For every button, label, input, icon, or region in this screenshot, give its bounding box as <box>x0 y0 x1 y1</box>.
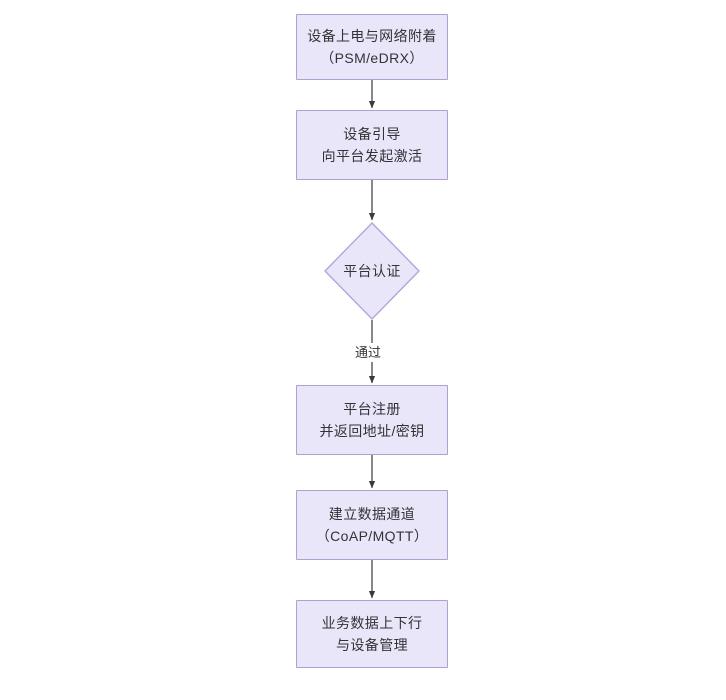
node-line: 建立数据通道 <box>328 506 416 522</box>
node-line: 业务数据上下行 <box>321 615 423 631</box>
node-line: 并返回地址/密钥 <box>319 423 425 439</box>
diamond-shape <box>324 222 420 320</box>
node-line: 向平台发起激活 <box>321 148 423 164</box>
node-line: 平台注册 <box>343 401 401 417</box>
edge-label-pass: 通过 <box>352 343 385 362</box>
node-line: （PSM/eDRX） <box>320 50 424 66</box>
node-line: 与设备管理 <box>336 637 408 653</box>
node-business-data-label: 业务数据上下行 与设备管理 <box>297 601 447 667</box>
node-line: 设备上电与网络附着 <box>307 28 437 44</box>
node-platform-register[interactable]: 平台注册 并返回地址/密钥 <box>296 385 448 455</box>
node-establish-data-channel-label: 建立数据通道 （CoAP/MQTT） <box>297 491 447 559</box>
node-device-power-on[interactable]: 设备上电与网络附着 （PSM/eDRX） <box>296 14 448 80</box>
node-device-power-on-label: 设备上电与网络附着 （PSM/eDRX） <box>297 15 447 79</box>
node-device-bootstrap[interactable]: 设备引导 向平台发起激活 <box>296 110 448 180</box>
node-platform-register-label: 平台注册 并返回地址/密钥 <box>297 386 447 454</box>
node-device-bootstrap-label: 设备引导 向平台发起激活 <box>297 111 447 179</box>
node-platform-auth-decision[interactable]: 平台认证 <box>324 222 420 320</box>
node-establish-data-channel[interactable]: 建立数据通道 （CoAP/MQTT） <box>296 490 448 560</box>
node-line: （CoAP/MQTT） <box>315 528 429 544</box>
node-line: 设备引导 <box>343 126 401 142</box>
node-business-data-and-device-management[interactable]: 业务数据上下行 与设备管理 <box>296 600 448 668</box>
